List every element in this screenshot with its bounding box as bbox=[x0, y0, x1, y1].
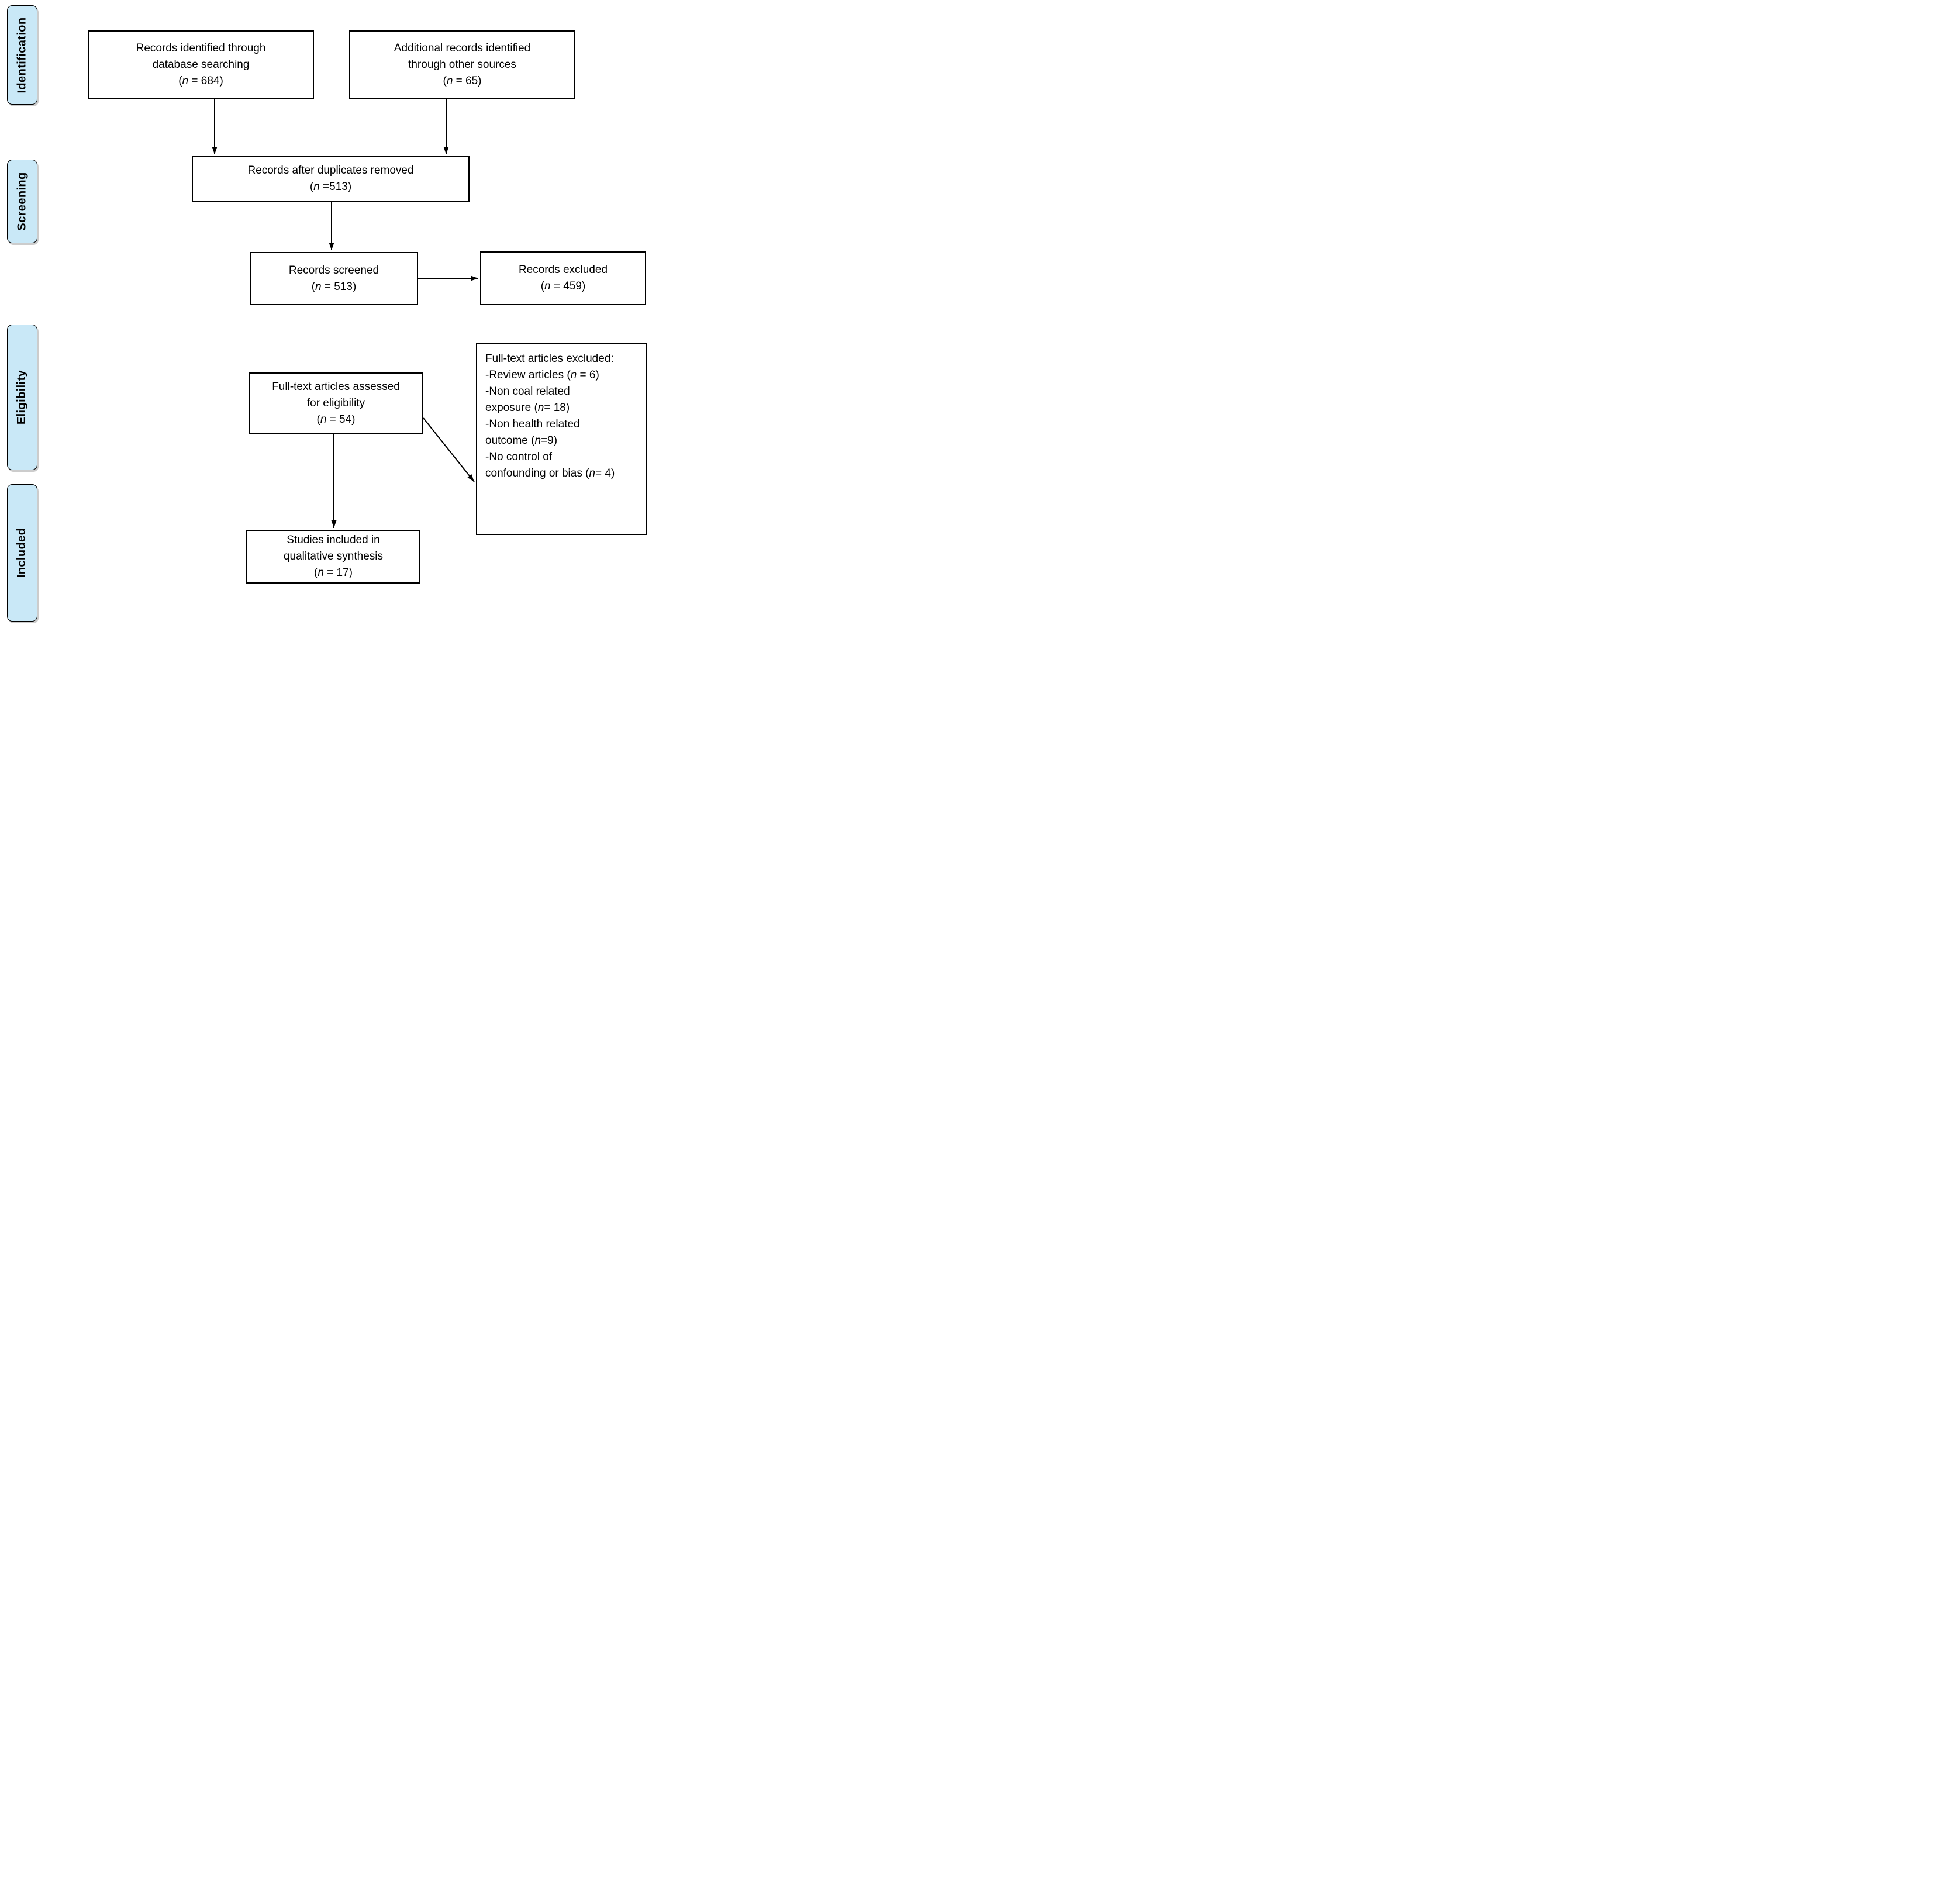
prisma-flow-diagram: Identification Screening Eligibility Inc… bbox=[0, 0, 654, 632]
node-text-line: through other sources bbox=[408, 58, 516, 71]
stage-identification: Identification bbox=[7, 5, 37, 105]
node-text-line: Records screened bbox=[288, 264, 379, 277]
node-text-line: Full-text articles assessed bbox=[272, 381, 400, 393]
count-n-symbol: n bbox=[320, 413, 327, 426]
count-n-symbol: n bbox=[313, 181, 320, 193]
stage-screening-label: Screening bbox=[15, 172, 29, 231]
node-duplicates-removed: Records after duplicates removed (n =513… bbox=[192, 156, 470, 202]
node-text-line: Full-text articles excluded: bbox=[485, 353, 614, 365]
node-count-line: (n = 459) bbox=[541, 278, 586, 295]
count-suffix: = 18) bbox=[544, 402, 570, 414]
count-suffix: = 54) bbox=[326, 413, 356, 426]
count-prefix: ( bbox=[316, 413, 320, 426]
stage-eligibility-label: Eligibility bbox=[15, 370, 29, 425]
reason-prefix: outcome ( bbox=[485, 434, 535, 447]
node-text-line: -Non coal related bbox=[485, 385, 570, 398]
node-records-identified: Records identified through database sear… bbox=[88, 30, 314, 99]
node-text-line: for eligibility bbox=[306, 397, 365, 409]
node-text-line: Additional records identified bbox=[394, 42, 531, 54]
stage-identification-label: Identification bbox=[15, 16, 29, 94]
node-records-screened: Records screened (n = 513) bbox=[250, 252, 418, 305]
count-suffix: = 17) bbox=[323, 567, 353, 579]
count-prefix: ( bbox=[178, 74, 182, 87]
count-suffix: =513) bbox=[319, 181, 352, 193]
count-n-symbol: n bbox=[182, 74, 189, 87]
node-text-line: Records identified through bbox=[136, 42, 266, 54]
node-count-line: (n = 684) bbox=[178, 73, 223, 89]
node-additional-records: Additional records identified through ot… bbox=[349, 30, 575, 99]
reason-prefix: confounding or bias ( bbox=[485, 467, 589, 479]
count-n-symbol: n bbox=[315, 280, 322, 293]
node-text-line: Records after duplicates removed bbox=[247, 164, 414, 177]
node-reason-line: -Review articles (n = 6) bbox=[485, 367, 599, 384]
stage-eligibility: Eligibility bbox=[7, 325, 37, 470]
count-suffix: = 4) bbox=[595, 467, 615, 479]
stage-included: Included bbox=[7, 484, 37, 622]
node-records-excluded: Records excluded (n = 459) bbox=[480, 251, 646, 305]
count-prefix: ( bbox=[313, 567, 318, 579]
count-suffix: = 65) bbox=[453, 75, 482, 87]
count-n-symbol: n bbox=[544, 280, 551, 292]
node-count-line: (n = 65) bbox=[443, 73, 481, 89]
arrow-assessed-to-fulltext-excluded bbox=[423, 417, 475, 482]
count-n-symbol: n bbox=[589, 467, 596, 479]
count-prefix: ( bbox=[309, 181, 314, 193]
node-count-line: (n = 17) bbox=[314, 565, 353, 581]
reason-prefix: exposure ( bbox=[485, 402, 538, 414]
count-prefix: ( bbox=[540, 280, 545, 292]
count-suffix: = 684) bbox=[188, 74, 223, 87]
node-text-line: -Non health related bbox=[485, 418, 580, 430]
node-fulltext-excluded: Full-text articles excluded: -Review art… bbox=[476, 343, 647, 535]
node-reason-line: outcome (n=9) bbox=[485, 433, 557, 449]
count-n-symbol: n bbox=[570, 369, 577, 381]
node-text-line: Records excluded bbox=[518, 264, 608, 276]
count-n-symbol: n bbox=[446, 75, 453, 87]
node-reason-line: confounding or bias (n= 4) bbox=[485, 465, 615, 482]
reason-prefix: -Review articles ( bbox=[485, 369, 571, 381]
count-suffix: =9) bbox=[541, 434, 558, 447]
node-text-line: -No control of bbox=[485, 451, 553, 463]
count-n-symbol: n bbox=[318, 567, 324, 579]
count-suffix: = 6) bbox=[577, 369, 599, 381]
count-prefix: ( bbox=[443, 75, 447, 87]
node-fulltext-assessed: Full-text articles assessed for eligibil… bbox=[249, 372, 423, 434]
node-count-line: (n = 54) bbox=[316, 412, 355, 428]
stage-included-label: Included bbox=[15, 527, 29, 578]
count-n-symbol: n bbox=[534, 434, 541, 447]
node-text-line: qualitative synthesis bbox=[283, 550, 384, 562]
stage-screening: Screening bbox=[7, 160, 37, 243]
node-count-line: (n =513) bbox=[310, 179, 351, 195]
count-suffix: = 513) bbox=[321, 280, 357, 293]
node-text-line: database searching bbox=[152, 58, 250, 71]
node-studies-included: Studies included in qualitative synthesi… bbox=[246, 530, 420, 584]
node-count-line: (n = 513) bbox=[312, 279, 357, 295]
count-n-symbol: n bbox=[537, 402, 544, 414]
node-reason-line: exposure (n= 18) bbox=[485, 400, 570, 416]
count-suffix: = 459) bbox=[550, 280, 586, 292]
node-text-line: Studies included in bbox=[287, 534, 380, 546]
count-prefix: ( bbox=[311, 280, 316, 293]
